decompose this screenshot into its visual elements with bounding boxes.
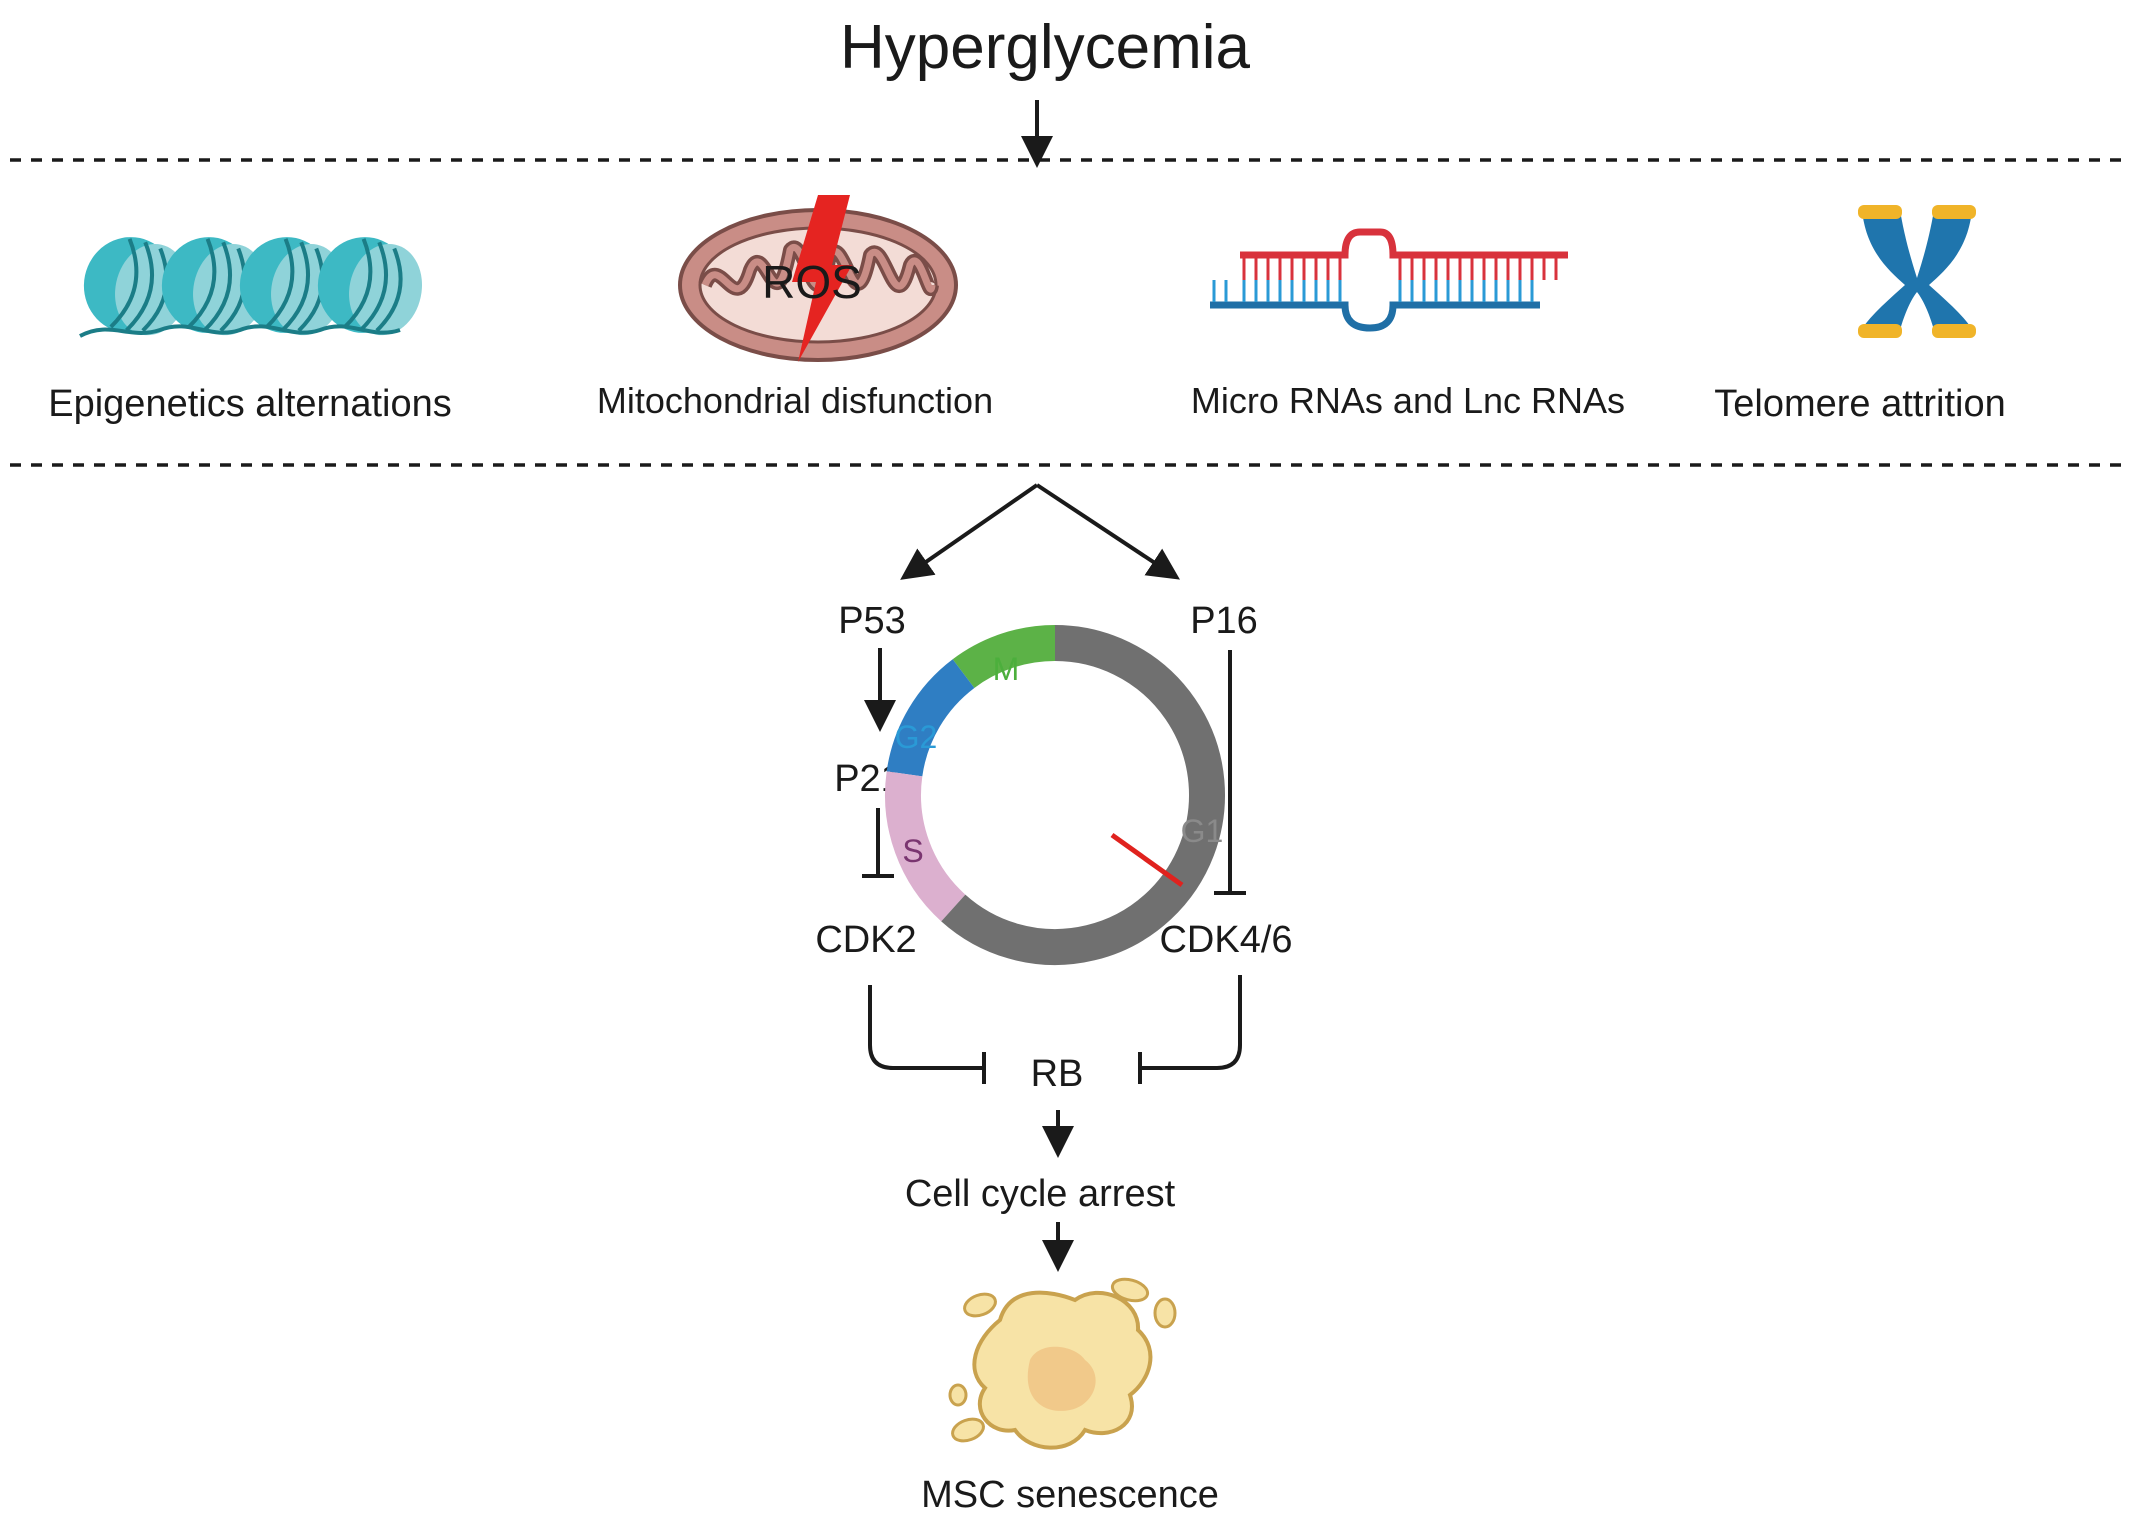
cell-cycle-arrest-node: Cell cycle arrest bbox=[905, 1173, 1176, 1215]
phase-arc-g1 bbox=[941, 625, 1225, 965]
ros-label: ROS bbox=[762, 256, 862, 308]
cdk46-inhibits-rb bbox=[1138, 975, 1242, 1084]
cdk46-node: CDK4/6 bbox=[1159, 919, 1292, 961]
phase-label-s: S bbox=[902, 833, 923, 869]
cdk2-inhibits-rb bbox=[868, 985, 986, 1084]
rna-hairpin-icon bbox=[1210, 228, 1568, 332]
rb-node: RB bbox=[1031, 1053, 1084, 1095]
p16-node: P16 bbox=[1190, 600, 1258, 642]
mitochondrial-label: Mitochondrial disfunction bbox=[597, 380, 993, 421]
phase-label-g1: G1 bbox=[1181, 813, 1224, 849]
p21-inhibits-cdk2 bbox=[862, 808, 894, 878]
senescent-cell-icon bbox=[948, 1277, 1177, 1450]
epigenetics-label: Epigenetics alternations bbox=[48, 383, 451, 425]
msc-senescence-node: MSC senescence bbox=[921, 1474, 1219, 1516]
p53-node: P53 bbox=[838, 600, 906, 642]
ros-bolt-icon bbox=[792, 195, 852, 362]
phase-label-g2: G2 bbox=[895, 719, 938, 755]
cdk2-node: CDK2 bbox=[815, 919, 916, 961]
cell-cycle-ring bbox=[885, 625, 1225, 965]
telomere-label: Telomere attrition bbox=[1714, 383, 2005, 425]
phase-arc-g2 bbox=[886, 659, 975, 777]
phase-label-m: M bbox=[993, 651, 1020, 687]
phase-arc-s bbox=[885, 771, 966, 922]
rna-label: Micro RNAs and Lnc RNAs bbox=[1191, 380, 1625, 421]
nucleosome-icon bbox=[79, 237, 423, 338]
branch-arrows bbox=[900, 483, 1181, 580]
chromosome-icon bbox=[1858, 205, 1976, 338]
phase-arc-m bbox=[952, 625, 1056, 689]
diagram-title: Hyperglycemia bbox=[840, 13, 1251, 82]
p16-inhibits-cdk46 bbox=[1214, 650, 1246, 895]
g1-block-mark bbox=[1110, 832, 1184, 888]
